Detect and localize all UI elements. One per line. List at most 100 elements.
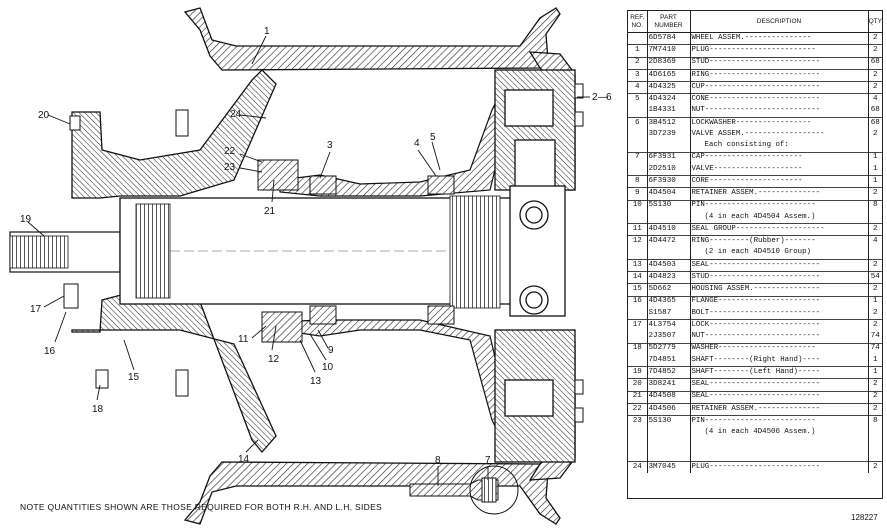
part-number-cell	[647, 247, 691, 260]
description-cell: Each consisting of:	[690, 140, 869, 152]
ref-cell: 6	[628, 116, 648, 129]
parts-table-row: (2 in each 4D4510 Group)	[628, 247, 882, 260]
description-cell: LOCK-------------------------	[690, 319, 869, 332]
parts-table-row: Each consisting of:	[628, 140, 882, 152]
qty-cell: 2	[868, 319, 882, 332]
callout-2: 2	[592, 92, 598, 103]
qty-cell: 68	[868, 116, 882, 129]
qty-cell: 2	[868, 68, 882, 82]
part-number-cell: 5S130	[647, 415, 691, 428]
parts-table-row: (4 in each 4D4506 Assem.)	[628, 427, 882, 439]
ref-cell: 7	[628, 151, 648, 164]
description-cell: VALVE ASSEM.------------------	[690, 129, 869, 141]
ref-cell: 1	[628, 44, 648, 57]
part-number-cell: 5D2779	[647, 342, 691, 355]
description-cell: STUD-------------------------	[690, 270, 869, 284]
part-number-cell: 5D662	[647, 283, 691, 296]
part-number-cell: 7M7410	[647, 44, 691, 57]
part-number-cell: S1587	[647, 307, 691, 320]
figure-number: 128227	[851, 513, 878, 522]
qty-cell: 1	[868, 365, 882, 379]
ref-cell	[628, 438, 648, 450]
description-cell: RING---------(Rubber)-------	[690, 235, 869, 248]
part-number-cell: 4D4324	[647, 93, 691, 106]
ref-cell: 16	[628, 295, 648, 308]
part-number-cell: 5S130	[647, 199, 691, 212]
description-cell: FLANGE-----------------------	[690, 295, 869, 308]
qty-cell: 8	[868, 415, 882, 428]
description-cell: STUD-------------------------	[690, 56, 869, 70]
part-number-cell: 4D4506	[647, 402, 691, 416]
description-cell: CONE-------------------------	[690, 93, 869, 106]
ref-cell	[628, 32, 648, 45]
qty-cell: 8	[868, 199, 882, 212]
part-number-cell: 7D4851	[647, 354, 691, 367]
leader-lines	[27, 35, 590, 486]
ref-cell: 19	[628, 365, 648, 379]
ref-cell: 22	[628, 402, 648, 416]
callout-separator: —	[598, 92, 608, 103]
description-cell: PLUG------------------------	[690, 44, 869, 57]
description-cell: (4 in each 4D4506 Assem.)	[690, 427, 869, 439]
callout-14: 14	[238, 454, 250, 465]
qty-cell: 1	[872, 164, 878, 173]
callout-18: 18	[92, 404, 104, 415]
callout-17: 17	[30, 304, 42, 315]
qty-cell: 2	[872, 129, 878, 138]
part-number-cell: 3B4512	[647, 116, 691, 129]
ref-cell	[628, 354, 648, 367]
wheel-assembly-cross-section: 1 2 — 3 4 5 6 7 8 9 10 11 12 13 14 15 16…	[9, 7, 612, 525]
qty-cell: 2	[868, 402, 882, 416]
description-cell: PLUG-------------------------	[690, 461, 869, 474]
ref-cell: 4	[628, 80, 648, 94]
callout-9: 9	[328, 345, 334, 356]
header-part-number: PART NUMBER	[647, 11, 691, 33]
description-cell: RETAINER ASSEM.--------------	[690, 187, 869, 200]
ref-cell	[628, 105, 648, 118]
description-cell: VALVE--------------------	[690, 163, 869, 176]
qty-cell: 2	[868, 283, 882, 296]
callout-12: 12	[268, 354, 280, 365]
part-number-cell	[647, 140, 691, 152]
ref-cell	[628, 449, 648, 462]
callout-23: 23	[224, 162, 236, 173]
axle-shaft	[9, 195, 541, 309]
description-cell: (2 in each 4D4510 Group)	[690, 247, 869, 260]
qty-cell: 2	[868, 258, 882, 272]
description-cell: WHEEL ASSEM.---------------	[690, 32, 869, 45]
part-number-cell: 7D4852	[647, 365, 691, 379]
bearings-seals	[257, 159, 455, 343]
description-cell	[690, 438, 869, 450]
part-number-cell: 6F3931	[647, 151, 691, 164]
part-number-cell: 4D6165	[647, 68, 691, 82]
description-cell: NUT--------------------------	[690, 105, 869, 118]
part-number-cell	[647, 211, 691, 224]
ref-cell: 17	[628, 319, 648, 332]
part-number-cell: 6D5784	[647, 32, 691, 45]
callout-11: 11	[238, 334, 249, 345]
quantity-note: NOTE QUANTITIES SHOWN ARE THOSE REQUIRED…	[20, 502, 383, 512]
right-studs	[574, 83, 584, 423]
ref-cell: 15	[628, 283, 648, 296]
callout-6: 6	[606, 92, 612, 103]
description-cell: SEAL-------------------------	[690, 258, 869, 272]
part-number-cell: 3D8241	[647, 378, 691, 391]
part-number-cell	[647, 438, 691, 450]
description-cell: SHAFT--------(Left Hand)-----	[690, 365, 869, 379]
qty-cell: 2	[868, 222, 882, 236]
qty-cell: 2	[868, 378, 882, 391]
description-cell: PIN-------------------------	[690, 199, 869, 212]
qty-cell: 2	[872, 33, 878, 42]
ref-cell	[628, 211, 648, 224]
part-number-cell: 4D4510	[647, 222, 691, 236]
description-cell: WASHER----------------------	[690, 342, 869, 355]
part-number-cell: 4D4472	[647, 235, 691, 248]
